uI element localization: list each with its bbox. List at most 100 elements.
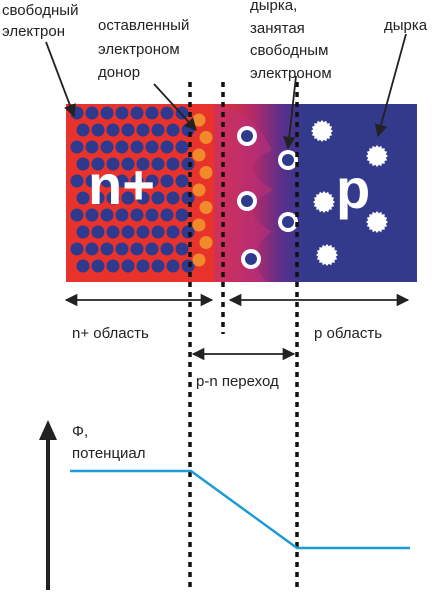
electron (121, 157, 135, 171)
filled-hole-electron (241, 130, 253, 142)
electron (70, 140, 84, 154)
electron (130, 242, 144, 256)
electron (85, 174, 99, 188)
holes (311, 120, 388, 266)
electron (91, 259, 105, 273)
filled-hole-electron (241, 195, 253, 207)
electron (166, 259, 180, 273)
electron (181, 191, 195, 205)
electron (175, 140, 189, 154)
electron (115, 106, 129, 120)
electron (130, 106, 144, 120)
electron (160, 174, 174, 188)
electron (85, 208, 99, 222)
electron (145, 242, 159, 256)
electron (151, 225, 165, 239)
electron (115, 174, 129, 188)
electron (181, 225, 195, 239)
donor-column (192, 113, 213, 267)
electron (106, 225, 120, 239)
electron (175, 242, 189, 256)
electron (106, 123, 120, 137)
electron (175, 106, 189, 120)
electron (100, 208, 114, 222)
hole-filled-label-3: свободным (250, 42, 328, 59)
electron (100, 174, 114, 188)
p-region-symbol: p (336, 157, 370, 220)
electron (160, 242, 174, 256)
electron (160, 208, 174, 222)
electron (151, 259, 165, 273)
free-electron-pointer (45, 41, 76, 118)
potential-curve (70, 469, 410, 550)
electron (115, 140, 129, 154)
electron (76, 123, 90, 137)
donor (192, 253, 206, 267)
electron (85, 242, 99, 256)
electron (85, 140, 99, 154)
filled-hole-electron (245, 253, 257, 265)
donor (192, 183, 206, 197)
hole-label: дырка (384, 17, 428, 34)
donor (199, 131, 213, 144)
electron (130, 208, 144, 222)
hole-filled-label-4: электроном (250, 65, 332, 82)
donor-label-1: оставленный (98, 17, 189, 34)
electron (145, 174, 159, 188)
electron (166, 157, 180, 171)
electron (85, 106, 99, 120)
potential-label-1: Φ, (72, 423, 88, 440)
electron (106, 191, 120, 205)
electron (100, 242, 114, 256)
electron (151, 191, 165, 205)
electron (115, 242, 129, 256)
electron (151, 123, 165, 137)
n-region-symbol: n+ (88, 153, 155, 216)
n-region-label: n+ область (72, 325, 149, 342)
electron (70, 242, 84, 256)
filled-hole-electron (282, 154, 294, 166)
donor (192, 148, 206, 162)
electron (160, 140, 174, 154)
electron (175, 208, 189, 222)
electron (181, 157, 195, 171)
hole-filled-label-2: занятая (250, 20, 305, 37)
electron (160, 106, 174, 120)
electron (91, 225, 105, 239)
potential-label-2: потенциал (72, 445, 146, 462)
electron (76, 225, 90, 239)
electron (136, 259, 150, 273)
electron (121, 191, 135, 205)
donor (192, 113, 206, 127)
electron (166, 123, 180, 137)
electron (145, 140, 159, 154)
electron (151, 157, 165, 171)
filled-hole-pointer (282, 75, 297, 150)
electron (91, 191, 105, 205)
electron (121, 225, 135, 239)
electron-grid (70, 106, 195, 273)
electron (136, 225, 150, 239)
pn-junction-label: p-n переход (196, 373, 279, 390)
electron (145, 106, 159, 120)
electron (175, 174, 189, 188)
donor (199, 236, 213, 249)
potential-axis-arrowhead (39, 420, 57, 440)
p-region-label: p область (314, 325, 382, 342)
electron (166, 225, 180, 239)
electron (181, 259, 195, 273)
donor (192, 218, 206, 232)
donor-label-3: донор (98, 64, 140, 81)
electron (76, 259, 90, 273)
hole (366, 145, 388, 167)
donor-pointer (153, 83, 197, 131)
hole-filled-label-1: дырка, (250, 0, 297, 14)
hole (366, 211, 388, 233)
hole-pointer (374, 33, 407, 138)
electron (145, 208, 159, 222)
electron (136, 157, 150, 171)
donor (199, 201, 213, 214)
donor (199, 166, 213, 179)
electron (121, 123, 135, 137)
